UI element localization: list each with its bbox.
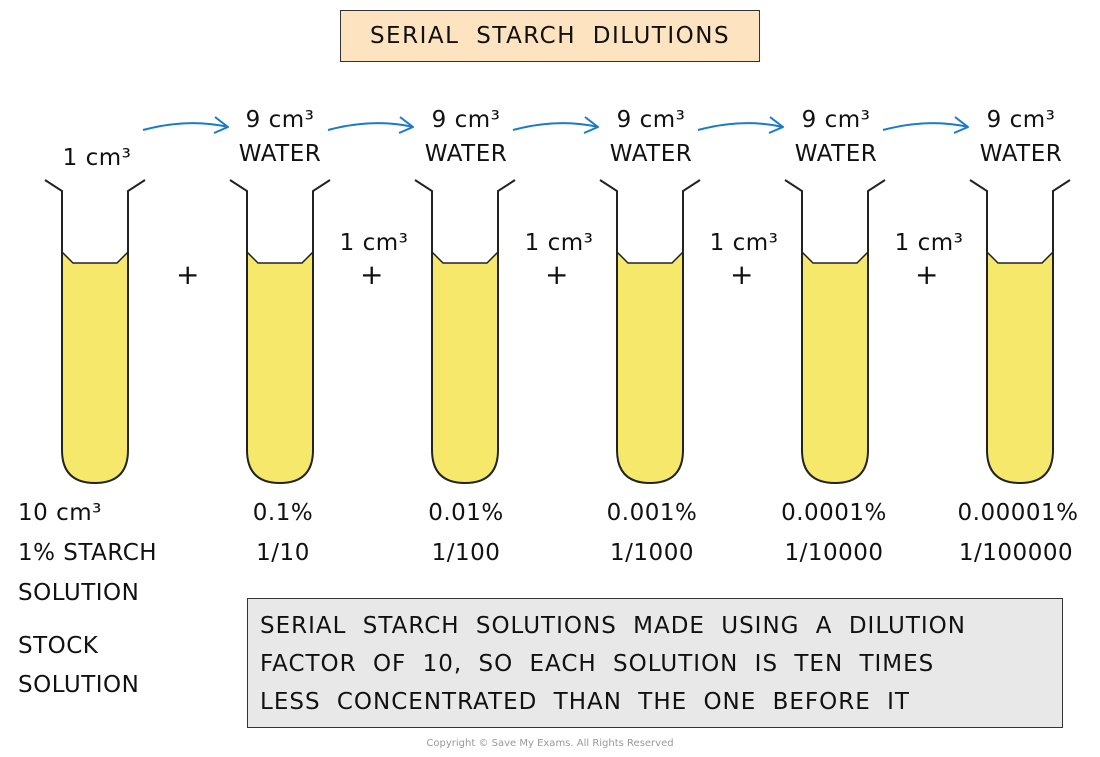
stock-transfer-label: 1 cm³ bbox=[62, 145, 132, 171]
plus-sign: + bbox=[360, 258, 384, 291]
meniscus bbox=[616, 251, 684, 264]
meniscus bbox=[986, 251, 1054, 264]
transfer-arrow bbox=[882, 122, 969, 131]
water-label-2: WATER bbox=[424, 141, 508, 167]
water-label-4: WATER bbox=[794, 141, 878, 167]
fraction-1: 1/10 bbox=[256, 540, 310, 566]
liquid bbox=[802, 252, 868, 483]
water-volume-3: 9 cm³ bbox=[616, 107, 686, 133]
water-volume-4: 9 cm³ bbox=[801, 107, 871, 133]
transfer-label-5: 1 cm³ bbox=[894, 230, 964, 256]
fraction-5: 1/100000 bbox=[958, 540, 1074, 566]
test-tube bbox=[969, 179, 1071, 485]
plus-sign: + bbox=[730, 258, 754, 291]
fraction-4: 1/10000 bbox=[784, 540, 884, 566]
liquid bbox=[987, 252, 1053, 483]
fraction-3: 1/1000 bbox=[610, 540, 694, 566]
water-label-3: WATER bbox=[609, 141, 693, 167]
stock-volume: 10 cm³ bbox=[18, 500, 102, 526]
arrow-head-icon bbox=[768, 116, 784, 134]
percent-2: 0.01% bbox=[428, 500, 504, 526]
percent-5: 0.00001% bbox=[957, 500, 1079, 526]
liquid bbox=[432, 252, 498, 483]
arrow-head-icon bbox=[398, 116, 414, 134]
test-tube bbox=[599, 179, 701, 485]
plus-sign: + bbox=[176, 258, 200, 291]
transfer-arrow bbox=[512, 122, 599, 131]
water-volume-5: 9 cm³ bbox=[986, 107, 1056, 133]
explanation-line: LESS CONCENTRATED THAN THE ONE BEFORE IT bbox=[260, 689, 910, 715]
explanation-line: FACTOR OF 10, SO EACH SOLUTION IS TEN TI… bbox=[260, 651, 935, 677]
stock-solution-word: SOLUTION bbox=[18, 580, 140, 606]
percent-4: 0.0001% bbox=[781, 500, 887, 526]
meniscus bbox=[61, 251, 129, 264]
stock-label-2: SOLUTION bbox=[18, 672, 140, 698]
test-tube bbox=[229, 179, 331, 485]
water-volume-2: 9 cm³ bbox=[431, 107, 501, 133]
fraction-2: 1/100 bbox=[431, 540, 501, 566]
water-volume-1: 9 cm³ bbox=[245, 107, 315, 133]
transfer-label-3: 1 cm³ bbox=[524, 230, 594, 256]
liquid bbox=[62, 252, 128, 483]
test-tube bbox=[784, 179, 886, 485]
transfer-arrow bbox=[327, 122, 414, 131]
meniscus bbox=[801, 251, 869, 264]
plus-sign: + bbox=[545, 258, 569, 291]
transfer-label-2: 1 cm³ bbox=[339, 230, 409, 256]
stock-label-1: STOCK bbox=[18, 633, 99, 659]
transfer-arrow bbox=[697, 122, 784, 131]
explanation-line: SERIAL STARCH SOLUTIONS MADE USING A DIL… bbox=[260, 613, 966, 639]
explanation-box: SERIAL STARCH SOLUTIONS MADE USING A DIL… bbox=[247, 598, 1063, 728]
plus-sign: + bbox=[915, 258, 939, 291]
arrow-head-icon bbox=[213, 116, 229, 134]
stock-concentration: 1% STARCH bbox=[18, 540, 158, 566]
title-box: SERIAL STARCH DILUTIONS bbox=[340, 10, 760, 62]
transfer-arrow bbox=[142, 122, 229, 131]
water-label-1: WATER bbox=[238, 141, 322, 167]
test-tube bbox=[44, 179, 146, 485]
transfer-label-4: 1 cm³ bbox=[709, 230, 779, 256]
percent-3: 0.001% bbox=[606, 500, 698, 526]
percent-1: 0.1% bbox=[252, 500, 314, 526]
meniscus bbox=[431, 251, 499, 264]
arrow-head-icon bbox=[583, 116, 599, 134]
title: SERIAL STARCH DILUTIONS bbox=[369, 23, 731, 49]
meniscus bbox=[246, 251, 314, 264]
test-tube bbox=[414, 179, 516, 485]
water-label-5: WATER bbox=[979, 141, 1063, 167]
arrow-head-icon bbox=[953, 116, 969, 134]
copyright: Copyright © Save My Exams. All Rights Re… bbox=[426, 738, 674, 749]
liquid bbox=[247, 252, 313, 483]
liquid bbox=[617, 252, 683, 483]
